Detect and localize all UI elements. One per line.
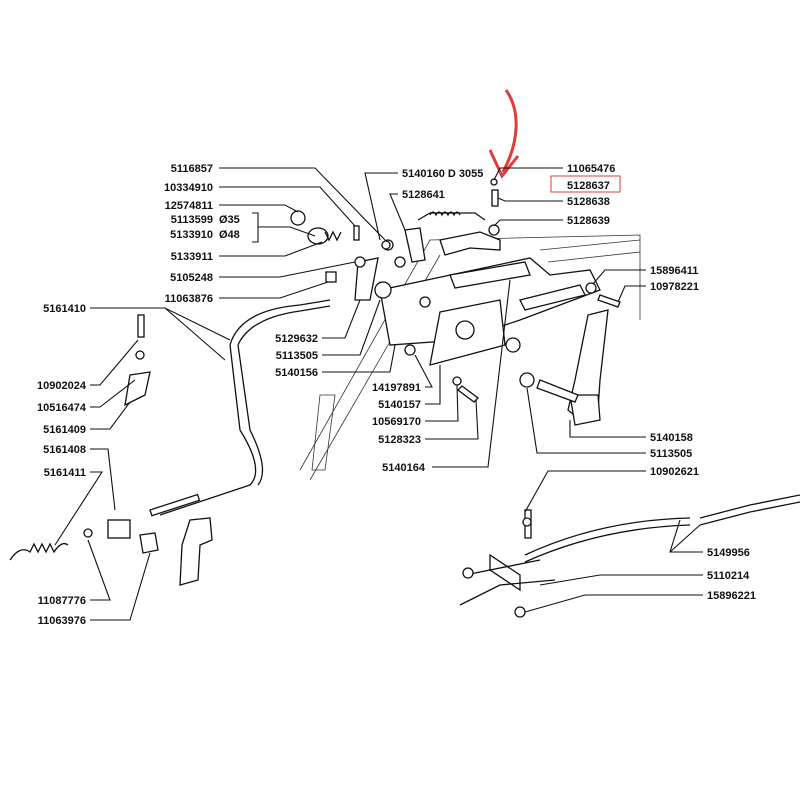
rear-cable xyxy=(459,494,800,618)
left-parts xyxy=(9,210,391,586)
left-labels: 5116857 10334910 12574811 5113599 513391… xyxy=(37,163,426,627)
part-label[interactable]: 5113505 xyxy=(276,350,318,362)
part-label[interactable]: 5128323 xyxy=(378,434,421,446)
part-label[interactable]: 10978221 xyxy=(650,281,699,293)
part-label[interactable]: 5140158 xyxy=(650,432,693,444)
part-label[interactable]: 5161408 xyxy=(43,444,86,456)
size-labels: Ø35 Ø48 xyxy=(219,214,240,241)
highlight-box xyxy=(550,175,621,193)
part-label[interactable]: 5133910 xyxy=(170,229,213,241)
part-label[interactable]: 5161411 xyxy=(44,467,86,479)
diameter-label: Ø35 xyxy=(219,214,240,226)
part-label[interactable]: 10902621 xyxy=(650,466,699,478)
part-label[interactable]: 14197891 xyxy=(372,382,421,394)
part-label[interactable]: 5140156 xyxy=(275,367,318,379)
part-label[interactable]: 5128639 xyxy=(567,215,610,227)
handbrake-handle xyxy=(404,282,621,426)
part-label[interactable]: 11065476 xyxy=(567,163,615,175)
diameter-label: Ø48 xyxy=(219,229,240,241)
lever-plate xyxy=(374,257,601,366)
part-label[interactable]: 10569170 xyxy=(372,416,421,428)
part-label[interactable]: 5129632 xyxy=(275,333,318,345)
part-label-highlighted[interactable]: 5128637 xyxy=(567,180,610,192)
part-label[interactable]: 5105248 xyxy=(170,272,213,284)
part-label[interactable]: 5113599 xyxy=(171,214,213,226)
part-label[interactable]: 10516474 xyxy=(37,402,87,414)
part-label[interactable]: 15896411 xyxy=(650,265,698,277)
part-label[interactable]: 5149956 xyxy=(707,547,750,559)
part-label[interactable]: 12574811 xyxy=(165,200,213,212)
part-label[interactable]: 10334910 xyxy=(164,182,213,194)
part-label[interactable]: 10902024 xyxy=(37,380,87,392)
part-label[interactable]: 15896221 xyxy=(707,590,756,602)
part-label[interactable]: 5128638 xyxy=(567,196,610,208)
part-label[interactable]: 11063876 xyxy=(165,293,213,305)
leader-lines xyxy=(54,167,703,621)
part-label[interactable]: 11063976 xyxy=(38,615,86,627)
part-label[interactable]: 5110214 xyxy=(707,570,750,582)
right-labels: 5140160 D 3055 5128641 11065476 5128637 … xyxy=(402,163,756,602)
part-label[interactable]: 5140164 xyxy=(382,462,426,474)
part-label[interactable]: 5161410 xyxy=(43,303,86,315)
part-label[interactable]: 5113505 xyxy=(650,448,692,460)
red-arrow-icon xyxy=(488,89,520,179)
part-label[interactable]: 11087776 xyxy=(38,595,86,607)
part-label[interactable]: 5128641 xyxy=(402,189,445,201)
part-label[interactable]: 5116857 xyxy=(171,163,213,175)
part-label[interactable]: 5133911 xyxy=(171,251,213,263)
part-label[interactable]: 5140157 xyxy=(378,399,421,411)
part-label[interactable]: 5161409 xyxy=(43,424,86,436)
part-label[interactable]: 5140160 D 3055 xyxy=(402,168,483,180)
